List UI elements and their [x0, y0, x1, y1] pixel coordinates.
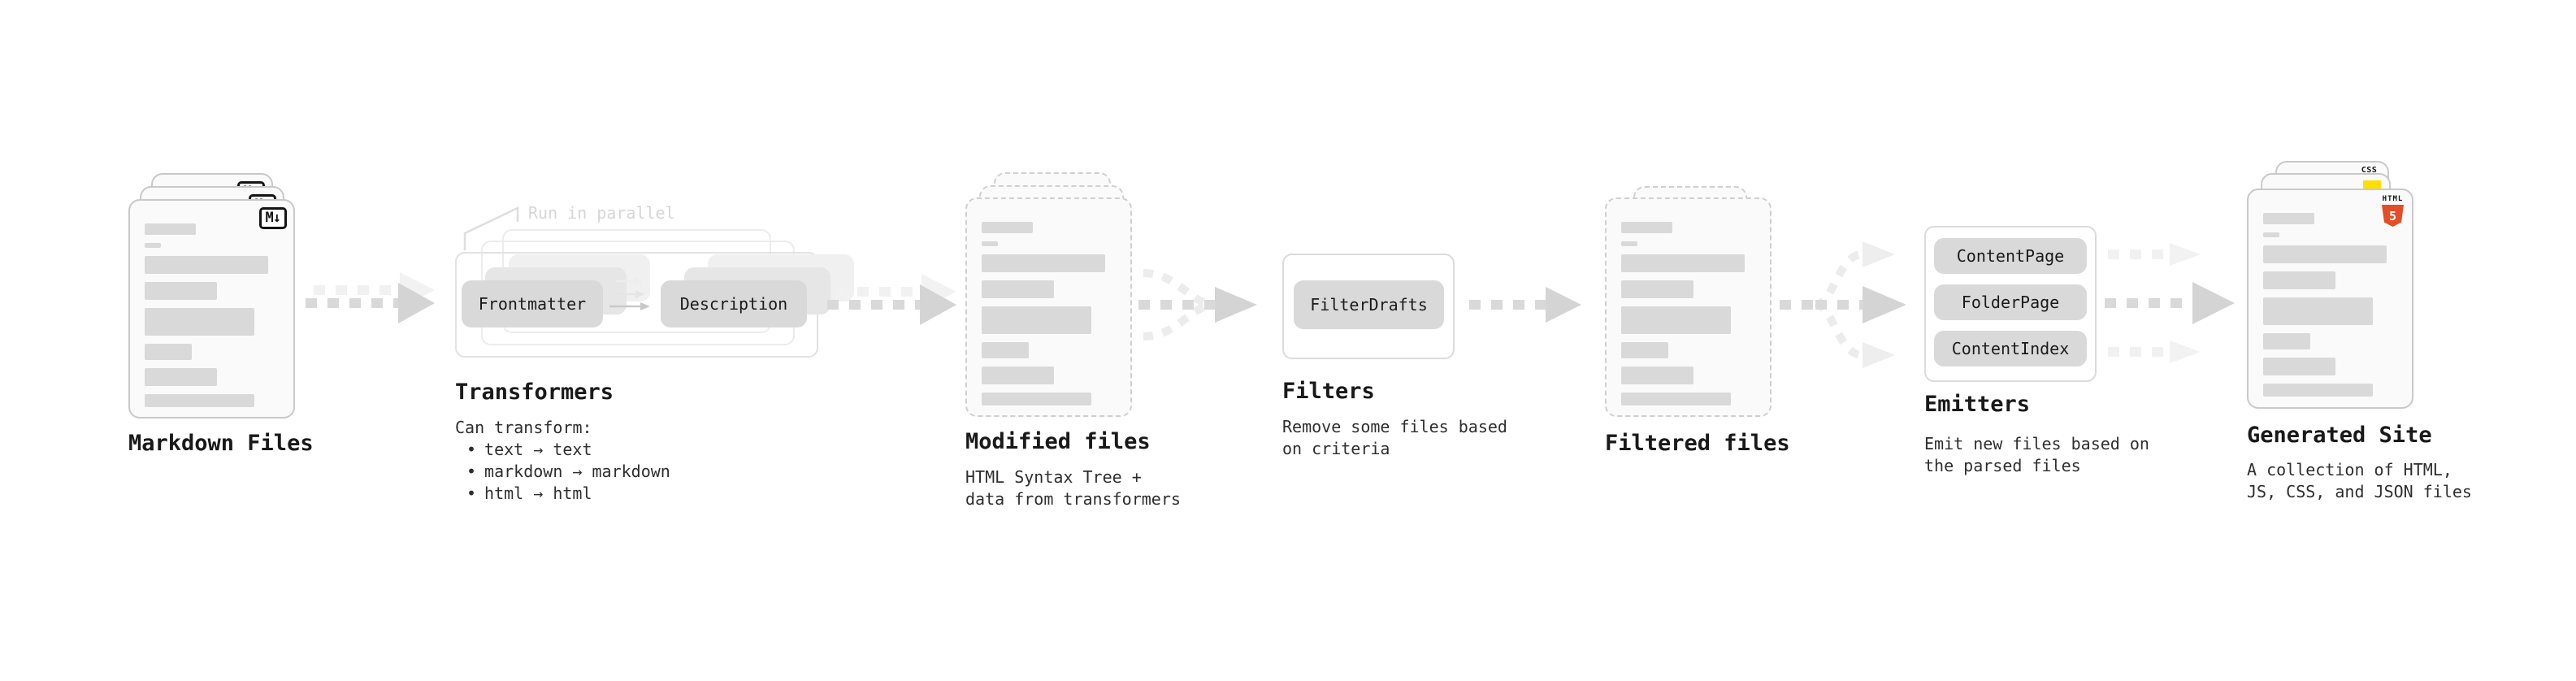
doc-text-bar	[145, 394, 255, 407]
arrowhead	[920, 284, 956, 325]
doc-text-bar	[1621, 306, 1732, 334]
filtered-file-card-front	[1605, 197, 1772, 417]
arrow-markdown-to-transformers-icon	[306, 272, 435, 323]
doc-text-bar	[982, 222, 1033, 233]
doc-text-bar	[982, 254, 1105, 272]
doc-text-bar	[145, 223, 196, 235]
emitters-description: Emit new files based on the parsed files	[1924, 434, 2149, 475]
css-icon-text: CSS	[2361, 166, 2378, 175]
doc-text-bar	[982, 280, 1055, 298]
doc-text-bar	[145, 368, 218, 386]
doc-text-bar	[982, 393, 1092, 406]
doc-text-bar	[2263, 297, 2374, 325]
run-in-parallel-label: Run in parallel	[528, 203, 675, 223]
doc-text-bar	[145, 256, 268, 274]
arrow-emitters-to-site-icon	[2105, 243, 2235, 363]
doc-text-bar	[1621, 367, 1694, 384]
stage-title-filters: Filters	[1282, 379, 1375, 404]
transformers-subtitle: Can transform:	[455, 418, 592, 437]
generated-site-description: A collection of HTML, JS, CSS, and JSON …	[2247, 460, 2472, 501]
bullet-char: •	[466, 484, 477, 503]
transformer-description-box: Description	[661, 280, 807, 327]
html5-icon: HTML 5	[2382, 196, 2404, 227]
stage-label-generated-site: Generated Site	[2247, 423, 2432, 448]
doc-content-placeholder	[982, 222, 1116, 406]
emitter-folderpage-box: FolderPage	[1934, 284, 2087, 320]
stage-label-markdown-files: Markdown Files	[128, 431, 314, 456]
doc-content-placeholder	[2263, 213, 2397, 397]
doc-text-bar	[1621, 241, 1637, 246]
doc-text-bar	[145, 282, 218, 300]
parallel-step-arrows-icon	[609, 277, 650, 310]
doc-text-bar	[145, 243, 161, 248]
stage-title-emitters: Emitters	[1924, 392, 2031, 417]
doc-text-bar	[1621, 254, 1745, 272]
markdown-icon: M↓	[258, 207, 287, 229]
arrowhead	[2170, 243, 2201, 266]
doc-text-bar	[1621, 222, 1672, 233]
transformers-bullet: • markdown → markdown	[466, 461, 670, 483]
arrowhead	[1863, 241, 1895, 267]
html5-icon-number: 5	[2388, 208, 2397, 223]
bullet-char: •	[466, 440, 477, 459]
arrowhead	[1863, 342, 1895, 368]
site-file-card-front: HTML 5	[2247, 189, 2413, 409]
doc-text-bar	[2263, 213, 2314, 224]
doc-text-bar	[982, 306, 1092, 334]
arrowhead	[2192, 282, 2235, 324]
doc-text-bar	[2263, 271, 2336, 289]
arrow-filters-to-filtered-icon	[1469, 287, 1581, 323]
doc-text-bar	[2263, 358, 2336, 375]
doc-content-placeholder	[1621, 222, 1755, 406]
arrow-transformers-to-modified-icon	[827, 274, 956, 325]
arrowhead	[1863, 286, 1906, 323]
doc-text-bar	[1621, 280, 1694, 298]
doc-text-bar	[982, 367, 1055, 384]
html5-icon-text: HTML	[2382, 195, 2404, 203]
doc-text-bar	[2263, 232, 2279, 237]
arrowhead	[1546, 287, 1581, 323]
bullet-text: html → html	[484, 484, 592, 503]
arrow-merge-to-filters-icon	[1138, 269, 1257, 340]
doc-text-bar	[982, 241, 998, 246]
arrowhead	[2170, 340, 2201, 363]
filter-filterdrafts-box: FilterDrafts	[1294, 280, 1444, 329]
modified-files-description: HTML Syntax Tree + data from transformer…	[965, 467, 1181, 509]
arrowhead	[398, 283, 435, 323]
doc-content-placeholder	[145, 223, 279, 407]
doc-text-bar	[1621, 342, 1668, 358]
bullet-text: text → text	[484, 440, 592, 459]
emitter-contentpage-box: ContentPage	[1934, 238, 2087, 274]
transformer-frontmatter-box: Frontmatter	[462, 280, 603, 327]
doc-text-bar	[982, 342, 1029, 358]
arrowhead	[1215, 287, 1257, 323]
doc-text-bar	[2263, 333, 2310, 349]
doc-text-bar	[2263, 384, 2374, 397]
markdown-file-card-front: M↓	[128, 199, 295, 419]
doc-text-bar	[1621, 393, 1732, 406]
bullet-char: •	[466, 462, 477, 481]
run-in-parallel-callout-line	[463, 206, 519, 250]
doc-text-bar	[145, 344, 192, 360]
modified-file-card-front	[965, 197, 1132, 417]
arrow-split-to-emitters-icon	[1780, 241, 1906, 368]
stage-title-transformers: Transformers	[455, 380, 614, 405]
doc-text-bar	[145, 308, 255, 336]
transformers-bullet: • text → text	[466, 439, 592, 461]
doc-text-bar	[2263, 245, 2387, 263]
bullet-text: markdown → markdown	[484, 462, 670, 481]
stage-label-modified-files: Modified files	[965, 429, 1151, 454]
stage-label-filtered-files: Filtered files	[1605, 431, 1790, 456]
transformers-bullet: • html → html	[466, 483, 592, 505]
filters-description: Remove some files based on criteria	[1282, 417, 1507, 458]
emitter-contentindex-box: ContentIndex	[1934, 331, 2087, 367]
